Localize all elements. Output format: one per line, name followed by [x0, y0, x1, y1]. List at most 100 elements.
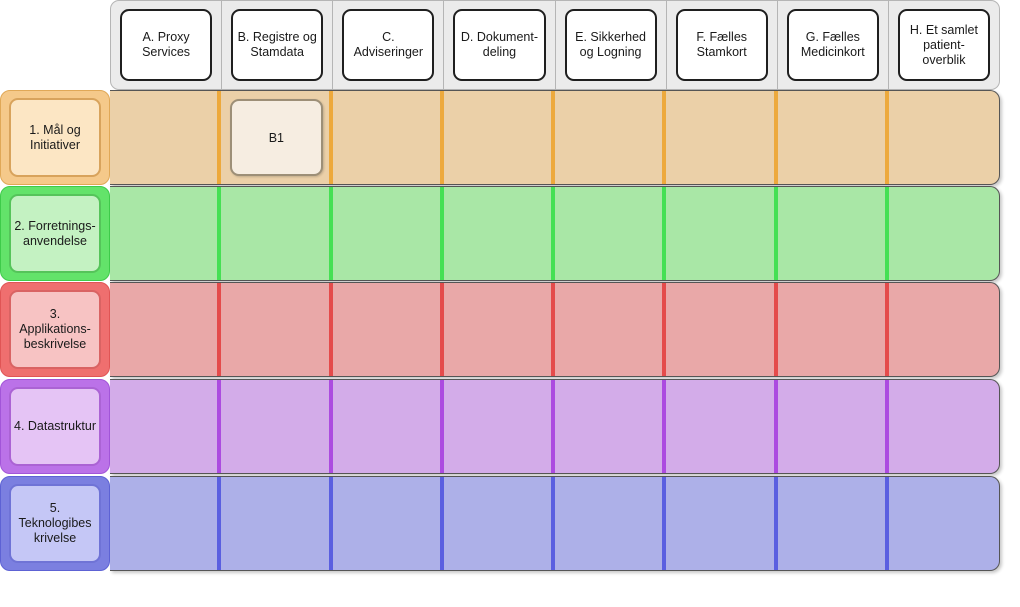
cell-b1[interactable]: B1	[217, 91, 331, 184]
column-divider-stripe	[884, 380, 889, 473]
column-header-label: H. Et samlet patient-overblik	[897, 9, 990, 81]
cell-card-b1[interactable]: B1	[230, 99, 323, 176]
column-divider-stripe	[328, 187, 333, 280]
row-label-2[interactable]: 2. Forretnings-anvendelse	[0, 186, 110, 281]
row-label-4[interactable]: 4. Datastruktur	[0, 379, 110, 474]
column-divider-stripe	[439, 91, 444, 184]
row-label-text: 1. Mål og Initiativer	[9, 98, 101, 177]
cell-d1[interactable]	[439, 91, 554, 184]
cell-b4[interactable]	[217, 380, 331, 473]
cell-g1[interactable]	[773, 91, 888, 184]
column-header-label: G. Fælles Medicinkort	[786, 9, 879, 81]
column-divider-stripe	[662, 380, 667, 473]
column-divider-stripe	[217, 283, 222, 376]
cell-f5[interactable]	[662, 477, 776, 570]
column-divider-stripe	[662, 187, 667, 280]
column-header-e[interactable]: E. Sikkerhed og Logning	[555, 0, 667, 90]
column-header-label: F. Fælles Stamkort	[675, 9, 768, 81]
cell-e4[interactable]	[551, 380, 665, 473]
column-divider-stripe	[773, 187, 778, 280]
column-divider-stripe	[328, 477, 333, 570]
cell-d3[interactable]	[439, 283, 554, 376]
cell-a5[interactable]	[110, 477, 220, 570]
column-divider-stripe	[773, 283, 778, 376]
row-label-1[interactable]: 1. Mål og Initiativer	[0, 90, 110, 185]
cell-c4[interactable]	[328, 380, 443, 473]
column-header-label: E. Sikkerhed og Logning	[564, 9, 657, 81]
column-header-label: D. Dokument-deling	[453, 9, 546, 81]
cell-d4[interactable]	[439, 380, 554, 473]
row-cells-4	[110, 379, 1000, 474]
column-header-label: A. Proxy Services	[120, 9, 213, 81]
column-divider-stripe	[439, 477, 444, 570]
cell-h3[interactable]	[884, 283, 999, 376]
column-divider-stripe	[551, 380, 555, 473]
row-label-text: 3. Applikations-beskrivelse	[9, 290, 101, 369]
column-divider-stripe	[884, 187, 889, 280]
column-header-g[interactable]: G. Fælles Medicinkort	[777, 0, 889, 90]
cell-c5[interactable]	[328, 477, 443, 570]
cell-f3[interactable]	[662, 283, 776, 376]
column-divider-stripe	[551, 477, 555, 570]
column-divider-stripe	[328, 283, 333, 376]
column-divider-stripe	[884, 91, 889, 184]
column-divider-stripe	[884, 477, 889, 570]
column-divider-stripe	[773, 380, 778, 473]
cell-g2[interactable]	[773, 187, 888, 280]
row-label-text: 5. Teknologibes krivelse	[9, 484, 101, 563]
column-divider-stripe	[217, 380, 222, 473]
column-divider-stripe	[551, 283, 555, 376]
cell-d2[interactable]	[439, 187, 554, 280]
cell-b5[interactable]	[217, 477, 331, 570]
row-cells-5	[110, 476, 1000, 571]
cell-g3[interactable]	[773, 283, 888, 376]
column-divider-stripe	[662, 283, 667, 376]
cell-a4[interactable]	[110, 380, 220, 473]
matrix-row-2: 2. Forretnings-anvendelse	[0, 186, 1000, 281]
column-header-f[interactable]: F. Fælles Stamkort	[666, 0, 778, 90]
cell-h5[interactable]	[884, 477, 999, 570]
column-header-c[interactable]: C. Adviseringer	[333, 0, 445, 90]
cell-g4[interactable]	[773, 380, 888, 473]
cell-f4[interactable]	[662, 380, 776, 473]
column-divider-stripe	[439, 380, 444, 473]
cell-h4[interactable]	[884, 380, 999, 473]
cell-a3[interactable]	[110, 283, 220, 376]
row-label-3[interactable]: 3. Applikations-beskrivelse	[0, 282, 110, 377]
cell-h1[interactable]	[884, 91, 999, 184]
column-divider-stripe	[773, 91, 778, 184]
cell-d5[interactable]	[439, 477, 554, 570]
cell-a1[interactable]	[110, 91, 220, 184]
matrix-row-1: 1. Mål og Initiativer B1	[0, 90, 1000, 185]
column-header-b[interactable]: B. Registre og Stamdata	[222, 0, 334, 90]
row-cells-3	[110, 282, 1000, 377]
column-divider-stripe	[217, 187, 222, 280]
cell-e3[interactable]	[551, 283, 665, 376]
column-divider-stripe	[551, 91, 555, 184]
cell-h2[interactable]	[884, 187, 999, 280]
cell-f2[interactable]	[662, 187, 776, 280]
cell-c1[interactable]	[328, 91, 443, 184]
column-divider-stripe	[662, 91, 667, 184]
cell-g5[interactable]	[773, 477, 888, 570]
cell-c2[interactable]	[328, 187, 443, 280]
column-divider-stripe	[773, 477, 778, 570]
cell-e1[interactable]	[551, 91, 665, 184]
column-header-d[interactable]: D. Dokument-deling	[444, 0, 556, 90]
column-divider-stripe	[328, 91, 333, 184]
cell-e5[interactable]	[551, 477, 665, 570]
cell-b2[interactable]	[217, 187, 331, 280]
cell-a2[interactable]	[110, 187, 220, 280]
column-divider-stripe	[662, 477, 667, 570]
cell-e2[interactable]	[551, 187, 665, 280]
column-header-a[interactable]: A. Proxy Services	[110, 0, 223, 90]
cell-f1[interactable]	[662, 91, 776, 184]
cell-c3[interactable]	[328, 283, 443, 376]
cell-b3[interactable]	[217, 283, 331, 376]
column-divider-stripe	[328, 380, 333, 473]
column-header-h[interactable]: H. Et samlet patient-overblik	[888, 0, 1000, 90]
row-label-5[interactable]: 5. Teknologibes krivelse	[0, 476, 110, 571]
row-cells-2	[110, 186, 1000, 281]
